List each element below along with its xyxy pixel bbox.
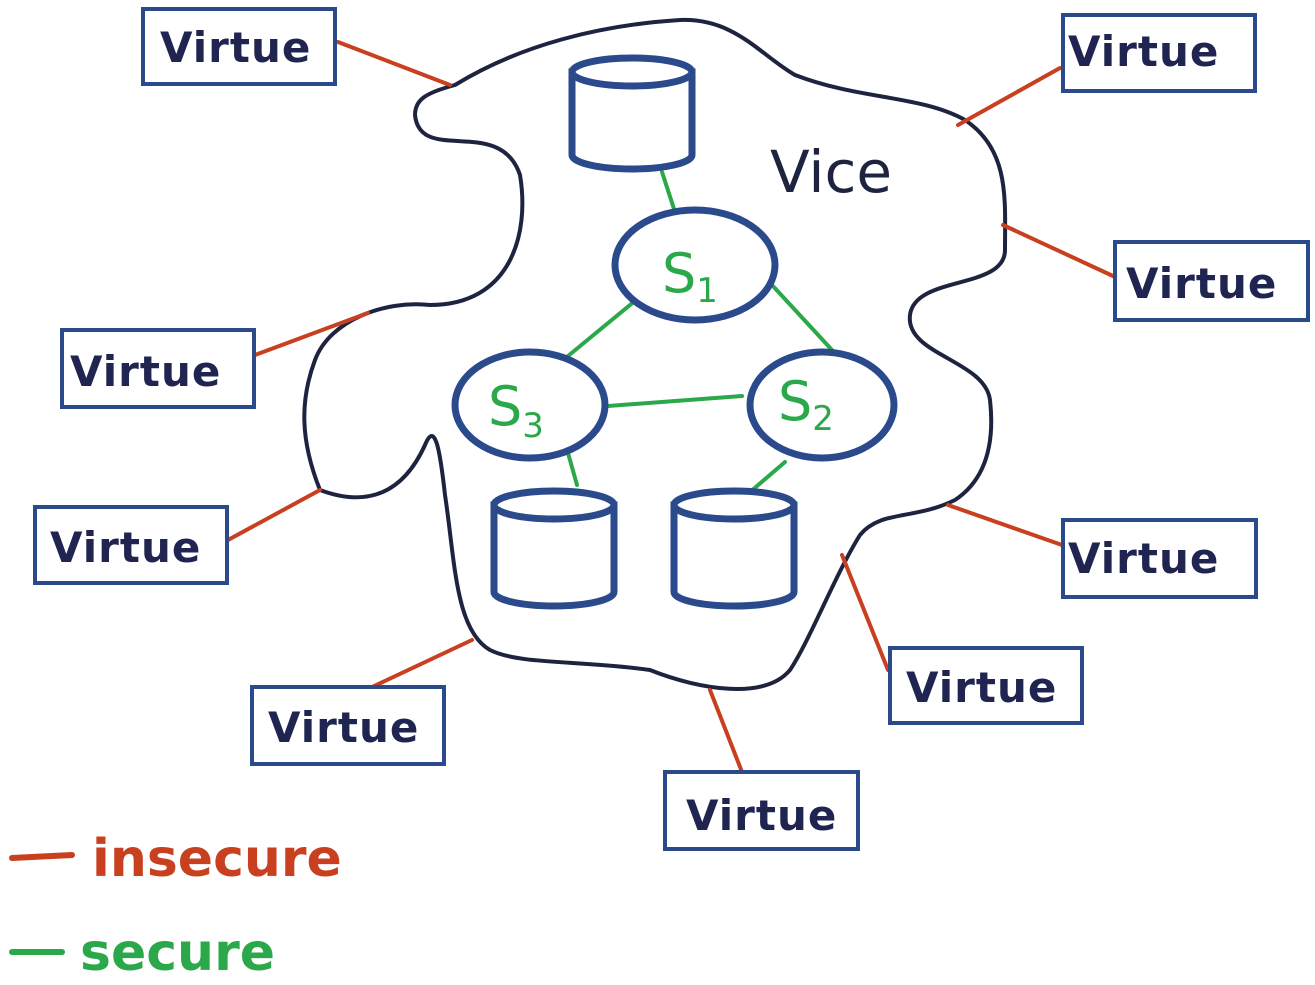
server-s1-subscript: 1 <box>696 271 718 311</box>
insecure-link-6 <box>946 503 1064 547</box>
virtue-client-8: Virtue <box>250 685 446 766</box>
storage-disk-left <box>490 487 618 610</box>
insecure-link-7 <box>840 553 890 672</box>
insecure-link-3 <box>1001 223 1115 278</box>
virtue-client-9: Virtue <box>663 770 860 851</box>
insecure-link-4 <box>253 311 370 357</box>
server-s3-label: S3 <box>488 375 544 446</box>
secure-link-disk1-s1 <box>660 170 677 214</box>
virtue-client-4-label: Virtue <box>70 347 221 396</box>
virtue-client-3-label: Virtue <box>1126 259 1277 308</box>
secure-link-s3-disk2 <box>566 451 579 487</box>
vice-label: Vice <box>770 138 892 206</box>
storage-disk-right <box>670 487 798 610</box>
virtue-client-1-label: Virtue <box>160 23 311 72</box>
server-s1: S1 <box>611 206 779 324</box>
virtue-client-2: Virtue <box>1061 13 1257 93</box>
virtue-client-5-label: Virtue <box>50 523 201 572</box>
secure-link-s1-s2 <box>770 283 834 352</box>
virtue-client-2-label: Virtue <box>1068 27 1219 76</box>
server-s2-subscript: 2 <box>812 399 834 439</box>
server-s2: S2 <box>746 348 898 462</box>
secure-link-s2-disk3 <box>748 460 787 494</box>
virtue-client-6: Virtue <box>1061 518 1258 599</box>
server-s1-letter: S <box>662 242 696 305</box>
virtue-client-8-label: Virtue <box>268 703 419 752</box>
virtue-client-1: Virtue <box>141 7 337 86</box>
virtue-client-5: Virtue <box>33 505 229 585</box>
virtue-client-7-label: Virtue <box>906 663 1057 712</box>
legend-insecure-label: insecure <box>92 829 342 889</box>
insecure-link-9 <box>708 688 744 774</box>
server-s2-label: S2 <box>778 370 834 439</box>
secure-link-s1-s3 <box>566 298 638 358</box>
server-s3-subscript: 3 <box>522 406 544 446</box>
virtue-client-9-label: Virtue <box>686 791 837 840</box>
legend-secure-label: secure <box>80 923 275 983</box>
server-s3-letter: S <box>488 375 522 438</box>
insecure-link-2 <box>956 66 1062 127</box>
vice-boundary <box>302 17 1008 691</box>
virtue-client-7: Virtue <box>888 646 1084 725</box>
virtue-client-6-label: Virtue <box>1068 534 1219 583</box>
virtue-client-3: Virtue <box>1113 240 1310 322</box>
virtue-client-4: Virtue <box>60 328 256 409</box>
legend-insecure-swatch <box>9 852 75 861</box>
server-s3: S3 <box>451 348 609 462</box>
storage-disk-top <box>568 54 696 173</box>
insecure-link-1 <box>336 40 452 87</box>
server-s1-label: S1 <box>662 242 718 311</box>
secure-link-s3-s2 <box>606 394 744 408</box>
server-s2-letter: S <box>778 370 812 433</box>
insecure-link-5 <box>226 488 322 542</box>
insecure-link-8 <box>368 638 474 690</box>
legend: insecure secure <box>9 829 342 983</box>
